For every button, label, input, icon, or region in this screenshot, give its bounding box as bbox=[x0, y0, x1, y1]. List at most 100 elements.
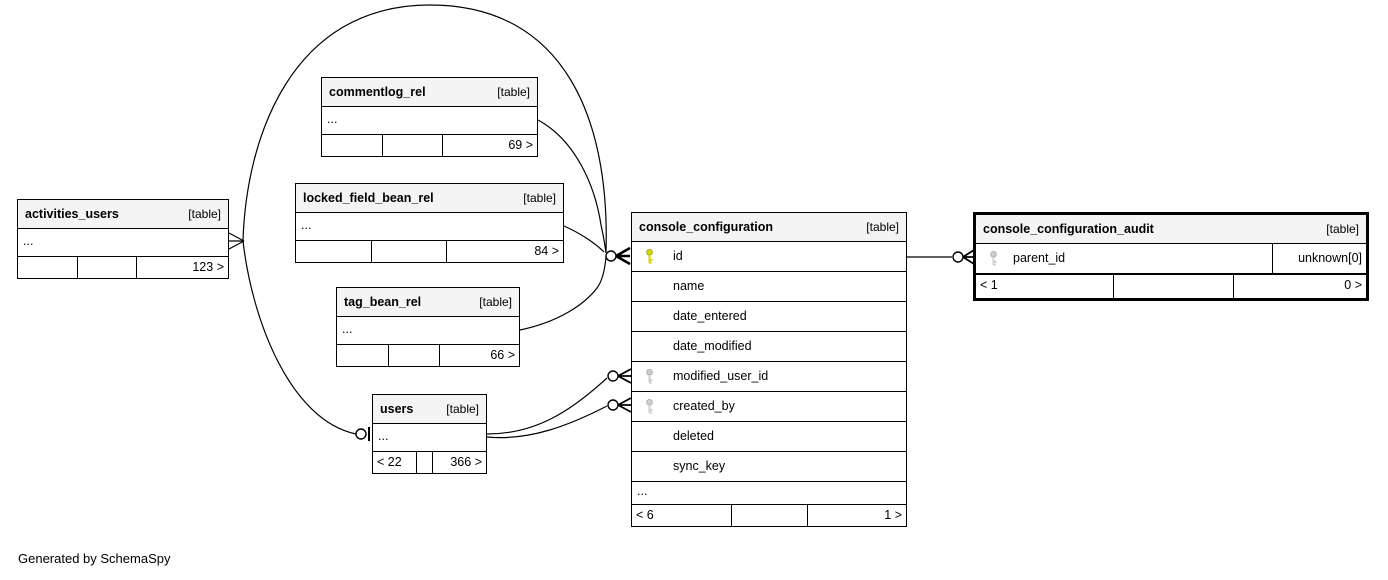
footer-children-count: 123 > bbox=[135, 257, 228, 278]
table-header: console_configuration [table] bbox=[632, 213, 906, 242]
footer-parents-count: < 1 bbox=[980, 278, 998, 292]
column-list: id name date_entered date_modified modif… bbox=[632, 242, 906, 482]
table-footer: < 22 366 > bbox=[373, 451, 486, 473]
edge-tag-bean-rel-to-console-configuration bbox=[519, 256, 607, 331]
column-name: id bbox=[673, 249, 683, 263]
table-header: activities_users [table] bbox=[18, 200, 228, 229]
column-row-parent-id: parent_id unknown[0] bbox=[976, 244, 1366, 274]
footer-parents-count: < 22 bbox=[377, 455, 402, 469]
zero-one-circle-modified-user-id bbox=[607, 370, 619, 382]
zero-one-circle-parent-id bbox=[952, 251, 964, 263]
table-title: activities_users bbox=[25, 207, 119, 221]
column-name: date_entered bbox=[673, 309, 747, 323]
columns-ellipsis: ... bbox=[342, 322, 353, 336]
table-locked-field-bean-rel[interactable]: locked_field_bean_rel [table] ... 84 > bbox=[295, 183, 564, 263]
column-name: modified_user_id bbox=[673, 369, 769, 383]
column-row-modified-user-id: modified_user_id bbox=[632, 362, 906, 392]
table-activities-users[interactable]: activities_users [table] ... 123 > bbox=[17, 199, 229, 279]
generator-note: Generated by SchemaSpy bbox=[18, 551, 171, 566]
table-tag: [table] bbox=[497, 85, 530, 99]
footer-children-count: 66 > bbox=[438, 345, 519, 366]
columns-ellipsis: ... bbox=[301, 218, 312, 232]
crowfoot-created-by bbox=[617, 397, 632, 413]
crowfoot-id bbox=[615, 246, 631, 266]
table-footer: 84 > bbox=[296, 240, 563, 262]
edge-commentlog-rel-to-console-configuration bbox=[537, 119, 607, 254]
footer-children-count: 69 > bbox=[442, 135, 537, 156]
table-tag-bean-rel[interactable]: tag_bean_rel [table] ... 66 > bbox=[336, 287, 520, 367]
footer-mid bbox=[730, 505, 808, 526]
column-row-sync-key: sync_key bbox=[632, 452, 906, 482]
table-tag: [table] bbox=[866, 220, 899, 234]
footer-children-count: 84 > bbox=[445, 241, 564, 262]
table-header: console_configuration_audit [table] bbox=[976, 215, 1366, 244]
columns-ellipsis: ... bbox=[637, 484, 648, 498]
table-header: locked_field_bean_rel [table] bbox=[296, 184, 563, 213]
footer-mid bbox=[382, 135, 442, 156]
columns-ellipsis: ... bbox=[327, 112, 338, 126]
column-row-date-entered: date_entered bbox=[632, 302, 906, 332]
column-name: date_modified bbox=[673, 339, 752, 353]
table-title: tag_bean_rel bbox=[344, 295, 422, 309]
table-footer: 69 > bbox=[322, 134, 537, 156]
crowfoot-modified-user-id bbox=[617, 368, 632, 384]
column-row-name: name bbox=[632, 272, 906, 302]
columns-ellipsis: ... bbox=[378, 429, 389, 443]
column-name: created_by bbox=[673, 399, 735, 413]
column-type: unknown[0] bbox=[1272, 244, 1366, 273]
footer-children-count: 1 > bbox=[807, 505, 906, 526]
footer-mid bbox=[387, 345, 439, 366]
edge-users-to-modified-user-id bbox=[486, 377, 608, 435]
table-tag: [table] bbox=[188, 207, 221, 221]
footer-mid bbox=[370, 241, 446, 262]
table-tag: [table] bbox=[523, 191, 556, 205]
footer-mid bbox=[415, 452, 432, 473]
table-title: console_configuration bbox=[639, 220, 774, 234]
column-name: parent_id bbox=[1013, 251, 1066, 265]
table-users[interactable]: users [table] ... < 22 366 > bbox=[372, 394, 487, 474]
column-name: sync_key bbox=[673, 459, 726, 473]
table-title: users bbox=[380, 402, 414, 416]
table-title: console_configuration_audit bbox=[983, 222, 1154, 236]
footer-mid bbox=[76, 257, 136, 278]
columns-ellipsis: ... bbox=[23, 234, 34, 248]
footer-left bbox=[337, 345, 388, 366]
table-tag: [table] bbox=[479, 295, 512, 309]
edge-activities-users-to-console-configuration bbox=[242, 4, 607, 253]
edge-locked-field-bean-rel-to-console-configuration bbox=[563, 225, 605, 253]
table-footer: 123 > bbox=[18, 256, 228, 278]
footer-left bbox=[296, 241, 371, 262]
foreign-key-icon bbox=[990, 250, 997, 266]
column-name: deleted bbox=[673, 429, 715, 443]
table-footer: < 1 0 > bbox=[976, 274, 1366, 298]
column-row-date-modified: date_modified bbox=[632, 332, 906, 362]
table-header: commentlog_rel [table] bbox=[322, 78, 537, 107]
footer-children-count: 0 > bbox=[1233, 275, 1366, 298]
table-tag: [table] bbox=[1326, 222, 1359, 236]
foreign-key-icon bbox=[646, 398, 653, 414]
footer-left bbox=[322, 135, 382, 156]
zero-one-circle-id bbox=[605, 250, 617, 262]
table-commentlog-rel[interactable]: commentlog_rel [table] ... 69 > bbox=[321, 77, 538, 157]
table-header: tag_bean_rel [table] bbox=[337, 288, 519, 317]
column-name: name bbox=[673, 279, 705, 293]
table-console-configuration-audit[interactable]: console_configuration_audit [table] pare… bbox=[973, 212, 1369, 301]
column-row-id: id bbox=[632, 242, 906, 272]
zero-one-circle-users bbox=[355, 428, 367, 440]
column-cell: parent_id bbox=[976, 244, 1272, 273]
crowfoot-activities-users bbox=[228, 232, 245, 250]
zero-one-circle-created-by bbox=[607, 399, 619, 411]
column-row-created-by: created_by bbox=[632, 392, 906, 422]
footer-mid bbox=[1112, 275, 1234, 298]
crowfoot-parent-id bbox=[962, 249, 975, 265]
footer-parents-count: < 6 bbox=[636, 508, 654, 522]
table-header: users [table] bbox=[373, 395, 486, 424]
footer-left bbox=[18, 257, 77, 278]
footer-children-count: 366 > bbox=[431, 452, 486, 473]
table-tag: [table] bbox=[446, 402, 479, 416]
primary-key-icon bbox=[646, 248, 653, 264]
table-console-configuration[interactable]: console_configuration [table] id name da… bbox=[631, 212, 907, 527]
edge-users-to-created-by bbox=[486, 405, 608, 439]
